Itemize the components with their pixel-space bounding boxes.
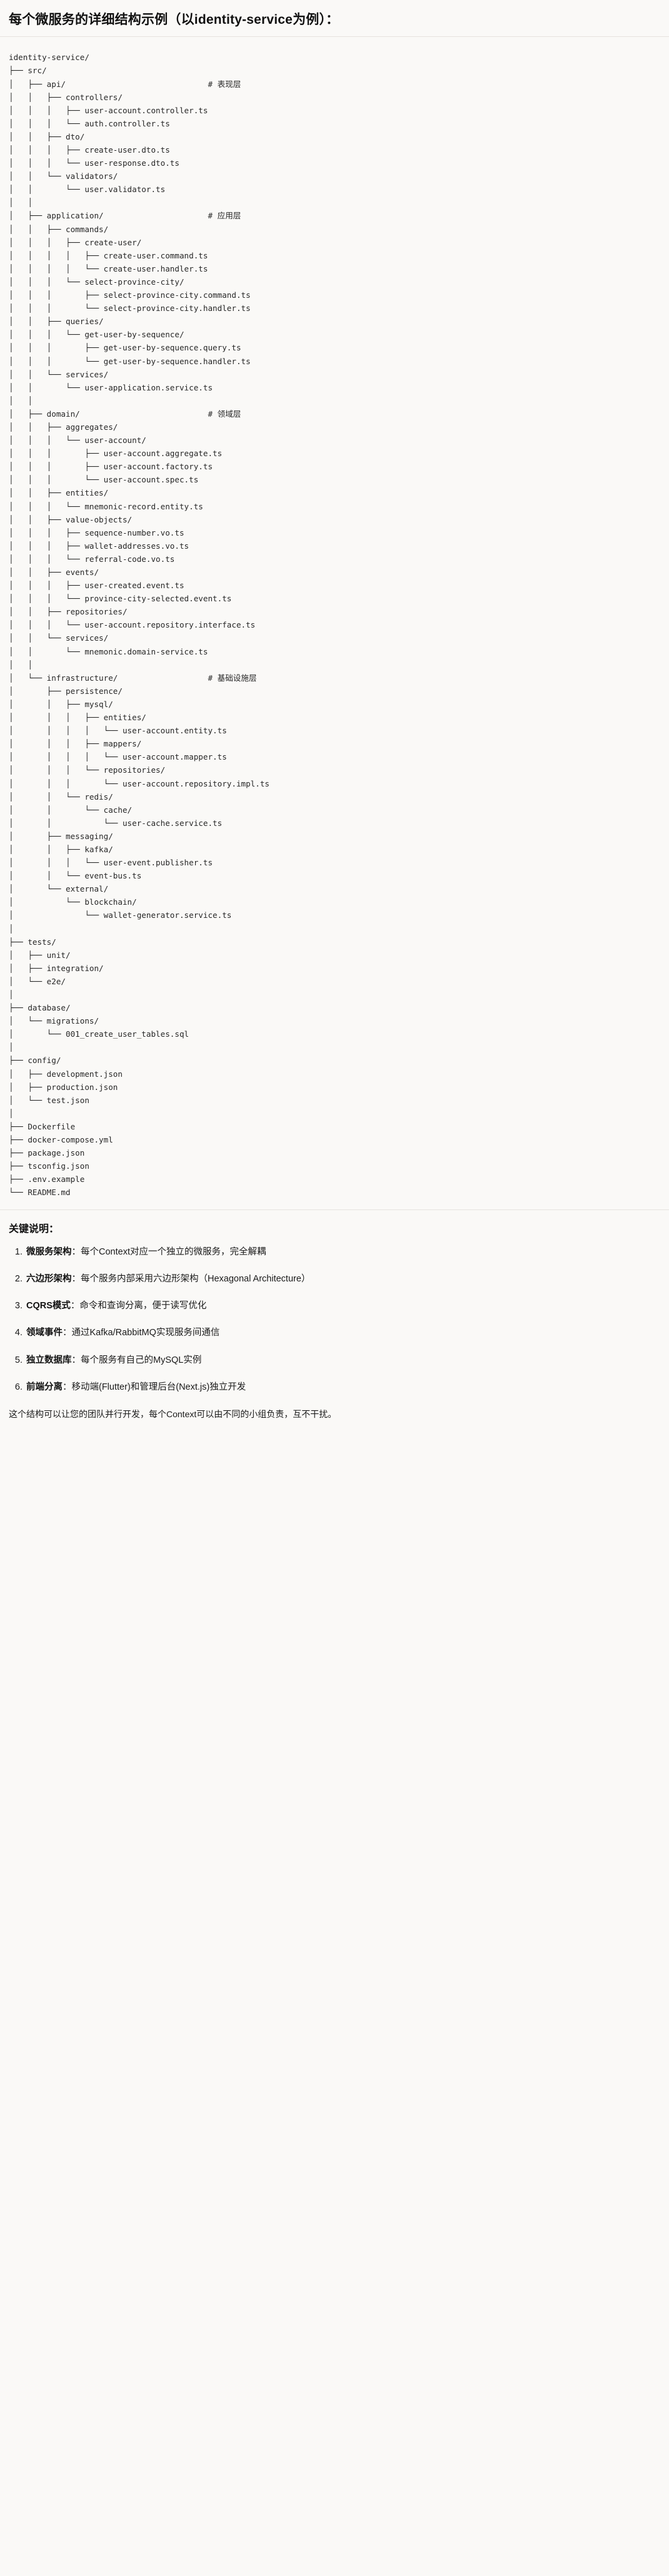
- page-root: 每个微服务的详细结构示例（以identity-service为例）： ident…: [0, 0, 669, 1439]
- note-key: CQRS模式: [26, 1301, 71, 1311]
- document-header: 每个微服务的详细结构示例（以identity-service为例）：: [0, 0, 669, 38]
- key-notes-section: 关键说明： 微服务架构：每个Context对应一个独立的微服务，完全解耦 六边形…: [0, 1209, 669, 1440]
- note-value: 命令和查询分离，便于读写优化: [79, 1301, 207, 1311]
- note-separator: ：: [71, 1355, 81, 1365]
- note-value: 通过Kafka/RabbitMQ实现服务间通信: [71, 1328, 220, 1338]
- note-value: 每个服务有自己的MySQL实例: [81, 1355, 202, 1365]
- note-key: 领域事件: [26, 1328, 63, 1338]
- note-separator: ：: [63, 1328, 72, 1338]
- note-value: 每个服务内部采用六边形架构（Hexagonal Architecture）: [81, 1274, 311, 1285]
- list-item: 六边形架构：每个服务内部采用六边形架构（Hexagonal Architectu…: [25, 1272, 660, 1286]
- note-key: 六边形架构: [26, 1274, 72, 1285]
- page-title: 每个微服务的详细结构示例（以identity-service为例）：: [9, 13, 340, 27]
- note-separator: ：: [71, 1274, 81, 1285]
- note-key: 微服务架构: [26, 1246, 72, 1257]
- note-value: 移动端(Flutter)和管理后台(Next.js)独立开发: [71, 1382, 246, 1392]
- directory-tree: identity-service/ ├── src/ │ ├── api/ # …: [9, 53, 270, 1198]
- key-notes-title: 关键说明：: [9, 1223, 59, 1235]
- list-item: 领域事件：通过Kafka/RabbitMQ实现服务间通信: [25, 1326, 660, 1340]
- closing-paragraph: 这个结构可以让您的团队并行开发，每个Context可以由不同的小组负责，互不干扰…: [9, 1409, 337, 1420]
- note-key: 独立数据库: [26, 1355, 72, 1365]
- list-item: 微服务架构：每个Context对应一个独立的微服务，完全解耦: [25, 1245, 660, 1260]
- directory-tree-section: identity-service/ ├── src/ │ ├── api/ # …: [0, 37, 669, 1209]
- note-separator: ：: [70, 1301, 80, 1311]
- list-item: CQRS模式：命令和查询分离，便于读写优化: [25, 1299, 660, 1313]
- list-item: 前端分离：移动端(Flutter)和管理后台(Next.js)独立开发: [25, 1380, 660, 1395]
- note-key: 前端分离: [26, 1382, 63, 1392]
- list-item: 独立数据库：每个服务有自己的MySQL实例: [25, 1353, 660, 1368]
- note-value: 每个Context对应一个独立的微服务，完全解耦: [81, 1246, 266, 1257]
- note-separator: ：: [63, 1382, 72, 1392]
- key-notes-list: 微服务架构：每个Context对应一个独立的微服务，完全解耦 六边形架构：每个服…: [9, 1245, 660, 1395]
- note-separator: ：: [71, 1246, 81, 1257]
